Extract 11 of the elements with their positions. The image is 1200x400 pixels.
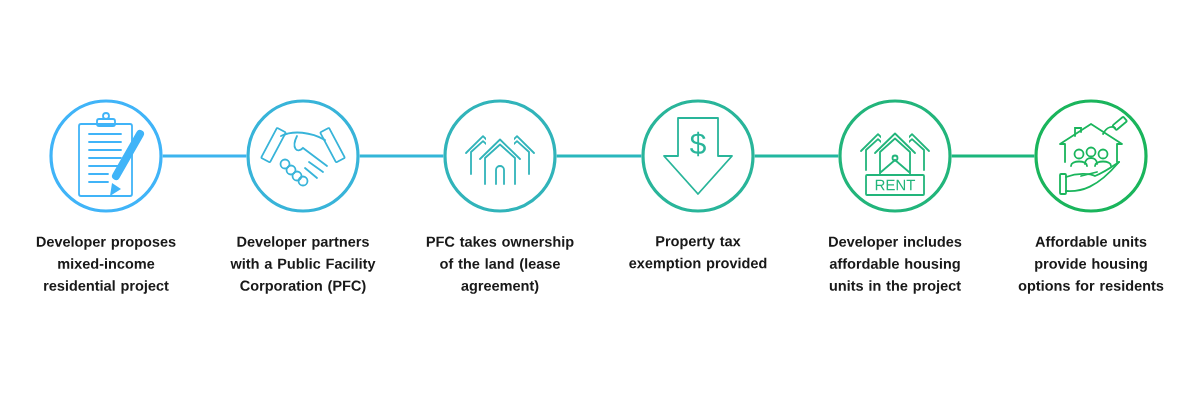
step-caption: Developer proposes mixed-income residential project [36, 236, 176, 294]
connector-line [556, 154, 642, 158]
step-caption: Developer includes affordable housing units in the project [829, 236, 962, 294]
step-caption: Affordable units provide housing options for residents [1018, 236, 1164, 294]
step-caption: Developer partners with a Public Facility Corporation (PFC) [230, 236, 376, 294]
connector-line [162, 154, 247, 158]
step-caption: PFC takes ownership of the land (lease agreement) [426, 236, 574, 294]
connector-line [359, 154, 444, 158]
connector-line [754, 154, 839, 158]
step-caption: Property tax exemption provided [629, 236, 767, 272]
connector-line [951, 154, 1035, 158]
